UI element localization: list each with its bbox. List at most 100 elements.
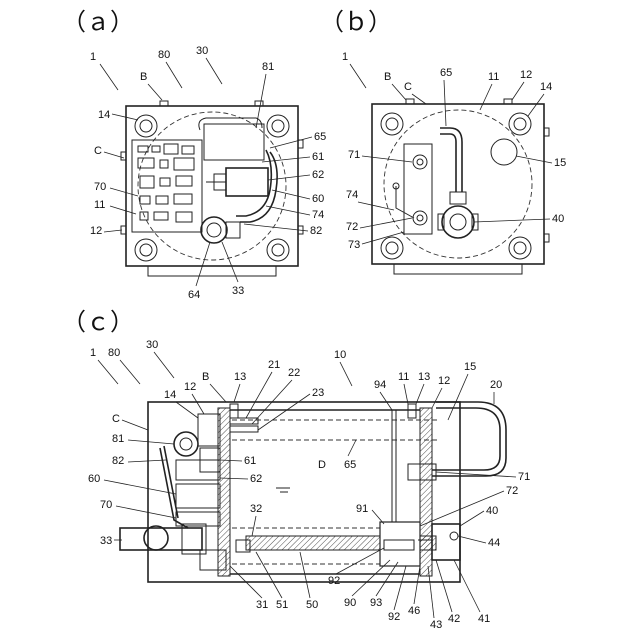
ref-label: 12 [438, 375, 450, 387]
ref-label: 14 [540, 81, 552, 93]
panel-a: （ａ） [62, 9, 326, 301]
ref-label: 30 [146, 339, 158, 351]
ref-label: B [202, 371, 209, 383]
ref-label: D [318, 459, 326, 471]
ref-label: 64 [188, 289, 200, 301]
panel-b-valve [442, 206, 474, 238]
ref-label: 23 [312, 387, 324, 399]
ref-label: 71 [518, 471, 530, 483]
ref-label: 80 [108, 347, 120, 359]
panel-c-left-valve [174, 432, 198, 456]
ref-label: 61 [312, 151, 324, 163]
ref-label: 65 [314, 131, 326, 143]
ref-label: 50 [306, 599, 318, 611]
panel-c: （ｃ） [62, 309, 530, 631]
ref-label: 14 [98, 109, 110, 121]
panel-a-board-components [138, 144, 194, 222]
panel-c-label: （ｃ） [62, 309, 134, 336]
ref-label: 14 [164, 389, 176, 401]
ref-label: 11 [398, 371, 409, 383]
ref-label: 65 [344, 459, 356, 471]
panel-a-label: （ａ） [62, 9, 134, 36]
panel-a-solenoid-valve [226, 168, 268, 196]
ref-label: 74 [346, 189, 358, 201]
panel-b-tank-outline [384, 110, 532, 258]
ref-label: 72 [506, 485, 518, 497]
ref-label: 74 [312, 209, 324, 221]
ref-label: 51 [276, 599, 288, 611]
ref-label: 1 [90, 51, 96, 63]
ref-label: 82 [310, 225, 322, 237]
panel-a-control-box [204, 124, 264, 160]
ref-label: 20 [490, 379, 502, 391]
ref-label: 61 [244, 455, 256, 467]
ref-label: 92 [328, 575, 340, 587]
panel-a-corner-bolts [135, 115, 289, 261]
ref-label: 60 [88, 473, 100, 485]
ref-label: C [94, 145, 102, 157]
ref-label: 81 [112, 433, 124, 445]
ref-label: 1 [342, 51, 348, 63]
panel-b-base-plate [394, 264, 522, 274]
ref-label: 13 [234, 371, 246, 383]
ref-label: 46 [408, 605, 420, 617]
ref-label: 12 [90, 225, 102, 237]
ref-label: 11 [488, 71, 499, 83]
ref-label: 73 [348, 239, 360, 251]
panel-c-drain-pipe [120, 528, 202, 550]
ref-label: 41 [478, 613, 490, 625]
ref-label: 90 [344, 597, 356, 609]
ref-label: 22 [288, 367, 300, 379]
ref-label: 10 [334, 349, 346, 361]
panel-b-level-sensor [491, 139, 517, 165]
ref-label: C [404, 81, 412, 93]
panel-b-pipe [440, 134, 456, 192]
ref-label: 11 [94, 199, 105, 211]
ref-label: 80 [158, 49, 170, 61]
ref-label: 40 [552, 213, 564, 225]
ref-label: 62 [250, 473, 262, 485]
ref-label: 65 [440, 67, 452, 79]
panel-b-labels: 1 B C 65 11 12 14 71 15 74 72 73 40 [342, 51, 566, 251]
panel-b: （ｂ） 1 B [320, 9, 566, 274]
ref-label: 13 [418, 371, 430, 383]
ref-label: 71 [348, 149, 360, 161]
panel-a-housing [126, 106, 298, 266]
ref-label: 12 [184, 381, 196, 393]
ref-label: 93 [370, 597, 382, 609]
ref-label: 94 [374, 379, 386, 391]
ref-label: 92 [388, 611, 400, 623]
panel-c-labels: 1 80 30 B 13 21 22 23 10 94 11 13 12 [88, 339, 530, 631]
ref-label: 12 [520, 69, 532, 81]
ref-label: 44 [488, 537, 500, 549]
ref-label: 33 [232, 285, 244, 297]
ref-label: 60 [312, 193, 324, 205]
ref-label: B [140, 71, 147, 83]
ref-label: 91 [356, 503, 368, 515]
ref-label: 1 [90, 347, 96, 359]
ref-label: C [112, 413, 120, 425]
ref-label: 72 [346, 221, 358, 233]
ref-label: B [384, 71, 391, 83]
panel-b-label: （ｂ） [320, 9, 392, 36]
panel-c-right-end-plate [420, 408, 432, 576]
panel-a-base-plate [148, 266, 276, 276]
ref-label: 15 [554, 157, 566, 169]
ref-label: 33 [100, 535, 112, 547]
ref-label: 43 [430, 619, 442, 631]
ref-label: 70 [100, 499, 112, 511]
ref-label: 15 [464, 361, 476, 373]
ref-label: 62 [312, 169, 324, 181]
ref-label: 30 [196, 45, 208, 57]
ref-label: 40 [486, 505, 498, 517]
ref-label: 32 [250, 503, 262, 515]
ref-label: 70 [94, 181, 106, 193]
ref-label: 81 [262, 61, 274, 73]
panel-a-outlet-fitting [201, 217, 227, 243]
ref-label: 31 [256, 599, 268, 611]
panel-c-return-pipe [432, 408, 500, 470]
ref-label: 42 [448, 613, 460, 625]
ref-label: 82 [112, 455, 124, 467]
ref-label: 21 [268, 359, 280, 371]
